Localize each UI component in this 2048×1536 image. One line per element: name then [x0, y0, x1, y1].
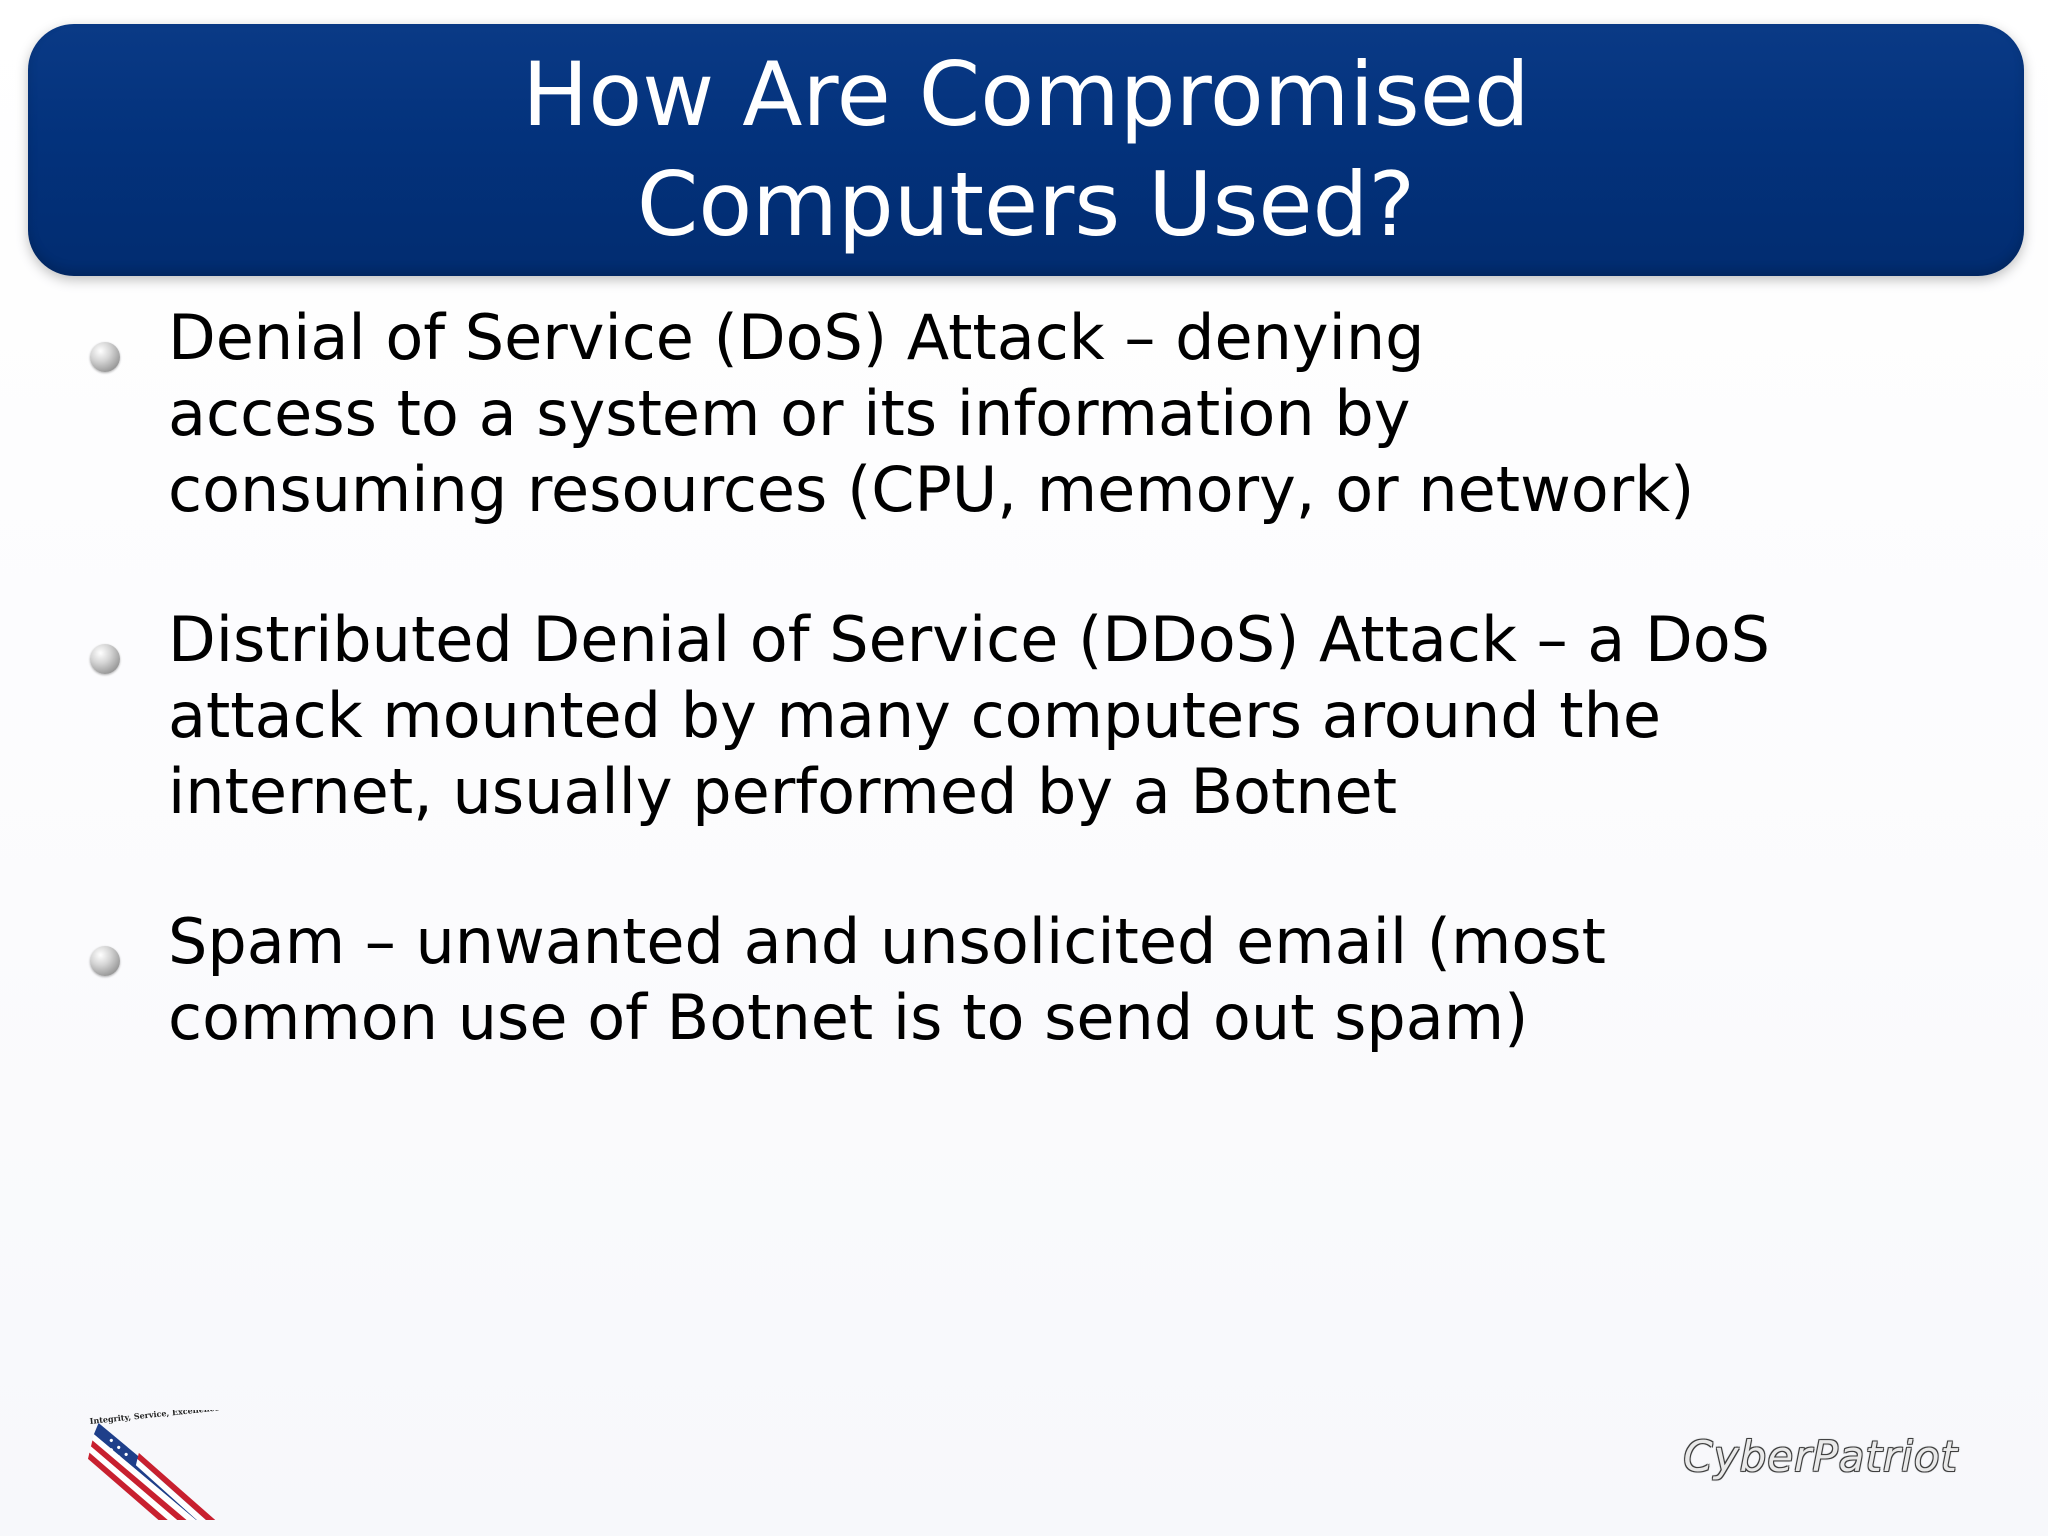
bullet-item-ddos: Distributed Denial of Service (DDoS) Att… [90, 602, 2010, 830]
bullet-line: Spam – unwanted and unsolicited email (m… [168, 905, 1606, 978]
bullet-icon [90, 342, 120, 372]
slide-title-line-2: Computers Used? [636, 153, 1416, 256]
air-force-association-logo: Integrity, Service, Excellence [87, 1410, 223, 1520]
bullet-line: internet, usually performed by a Botnet [168, 755, 1398, 828]
logo-motto: Integrity, Service, Excellence [89, 1410, 220, 1426]
bullet-icon [90, 644, 120, 674]
slide-title: How Are Compromised Computers Used? [522, 40, 1530, 260]
bullet-line: attack mounted by many computers around … [168, 679, 1662, 752]
slide-title-line-1: How Are Compromised [522, 43, 1530, 146]
bullet-line: access to a system or its information by [168, 377, 1411, 450]
bullet-line: Denial of Service (DoS) Attack – denying [168, 301, 1425, 374]
bullet-item-spam: Spam – unwanted and unsolicited email (m… [90, 904, 2010, 1056]
cyberpatriot-brand: CyberPatriot [1683, 1432, 1958, 1481]
bullet-item-dos: Denial of Service (DoS) Attack – denying… [90, 300, 2010, 528]
bullet-list: Denial of Service (DoS) Attack – denying… [90, 300, 2010, 1130]
bullet-line: consuming resources (CPU, memory, or net… [168, 453, 1695, 526]
title-banner: How Are Compromised Computers Used? [28, 24, 2024, 276]
bullet-icon [90, 946, 120, 976]
bullet-text: Spam – unwanted and unsolicited email (m… [168, 904, 2010, 1056]
bullet-text: Denial of Service (DoS) Attack – denying… [168, 300, 2010, 528]
bullet-line: common use of Botnet is to send out spam… [168, 981, 1529, 1054]
bullet-text: Distributed Denial of Service (DDoS) Att… [168, 602, 2010, 830]
bullet-line: Distributed Denial of Service (DDoS) Att… [168, 603, 1771, 676]
